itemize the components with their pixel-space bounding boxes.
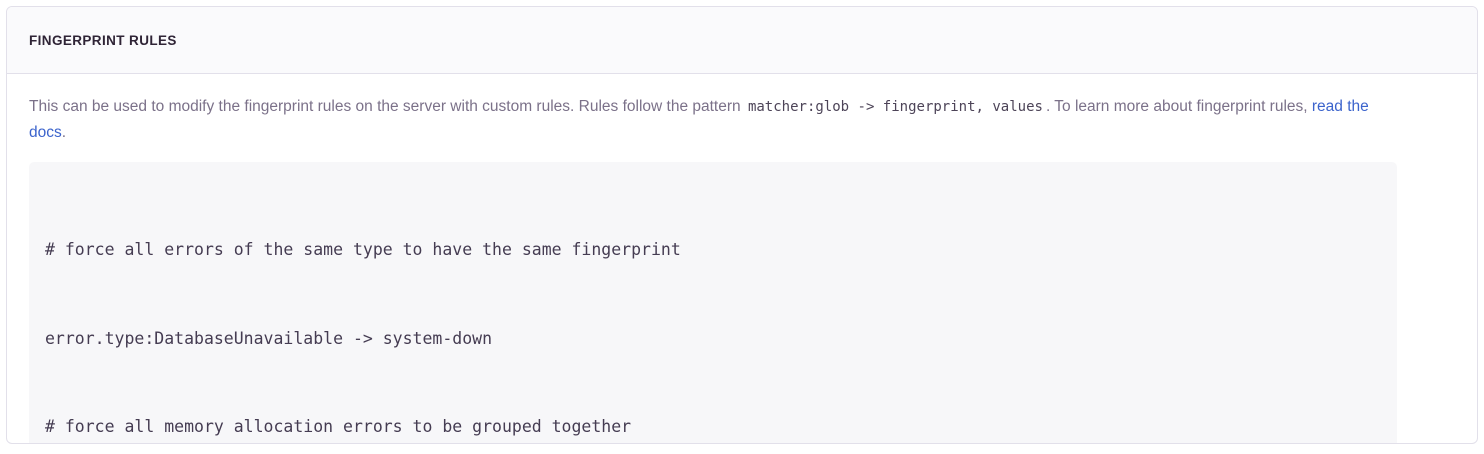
- description-part-2: . To learn more about fingerprint rules,: [1045, 98, 1312, 115]
- code-line: # force all memory allocation errors to …: [45, 417, 632, 436]
- example-code-block: # force all errors of the same type to h…: [29, 162, 1397, 443]
- page-title: FINGERPRINT RULES: [29, 32, 177, 48]
- description-part-3: .: [61, 124, 67, 141]
- panel-body: This can be used to modify the fingerpri…: [7, 74, 1477, 443]
- panel-header: FINGERPRINT RULES: [7, 7, 1477, 74]
- read-the-docs-link[interactable]: read the docs: [29, 98, 1369, 141]
- description-text: This can be used to modify the fingerpri…: [29, 94, 1389, 146]
- description-part-1: This can be used to modify the fingerpri…: [29, 98, 741, 115]
- code-line: error.type:DatabaseUnavailable -> system…: [45, 328, 493, 348]
- code-line: # force all errors of the same type to h…: [45, 240, 681, 259]
- inline-code-pattern: matcher:glob -> fingerprint, values: [747, 99, 1043, 115]
- fingerprint-rules-panel: FINGERPRINT RULES This can be used to mo…: [6, 6, 1478, 444]
